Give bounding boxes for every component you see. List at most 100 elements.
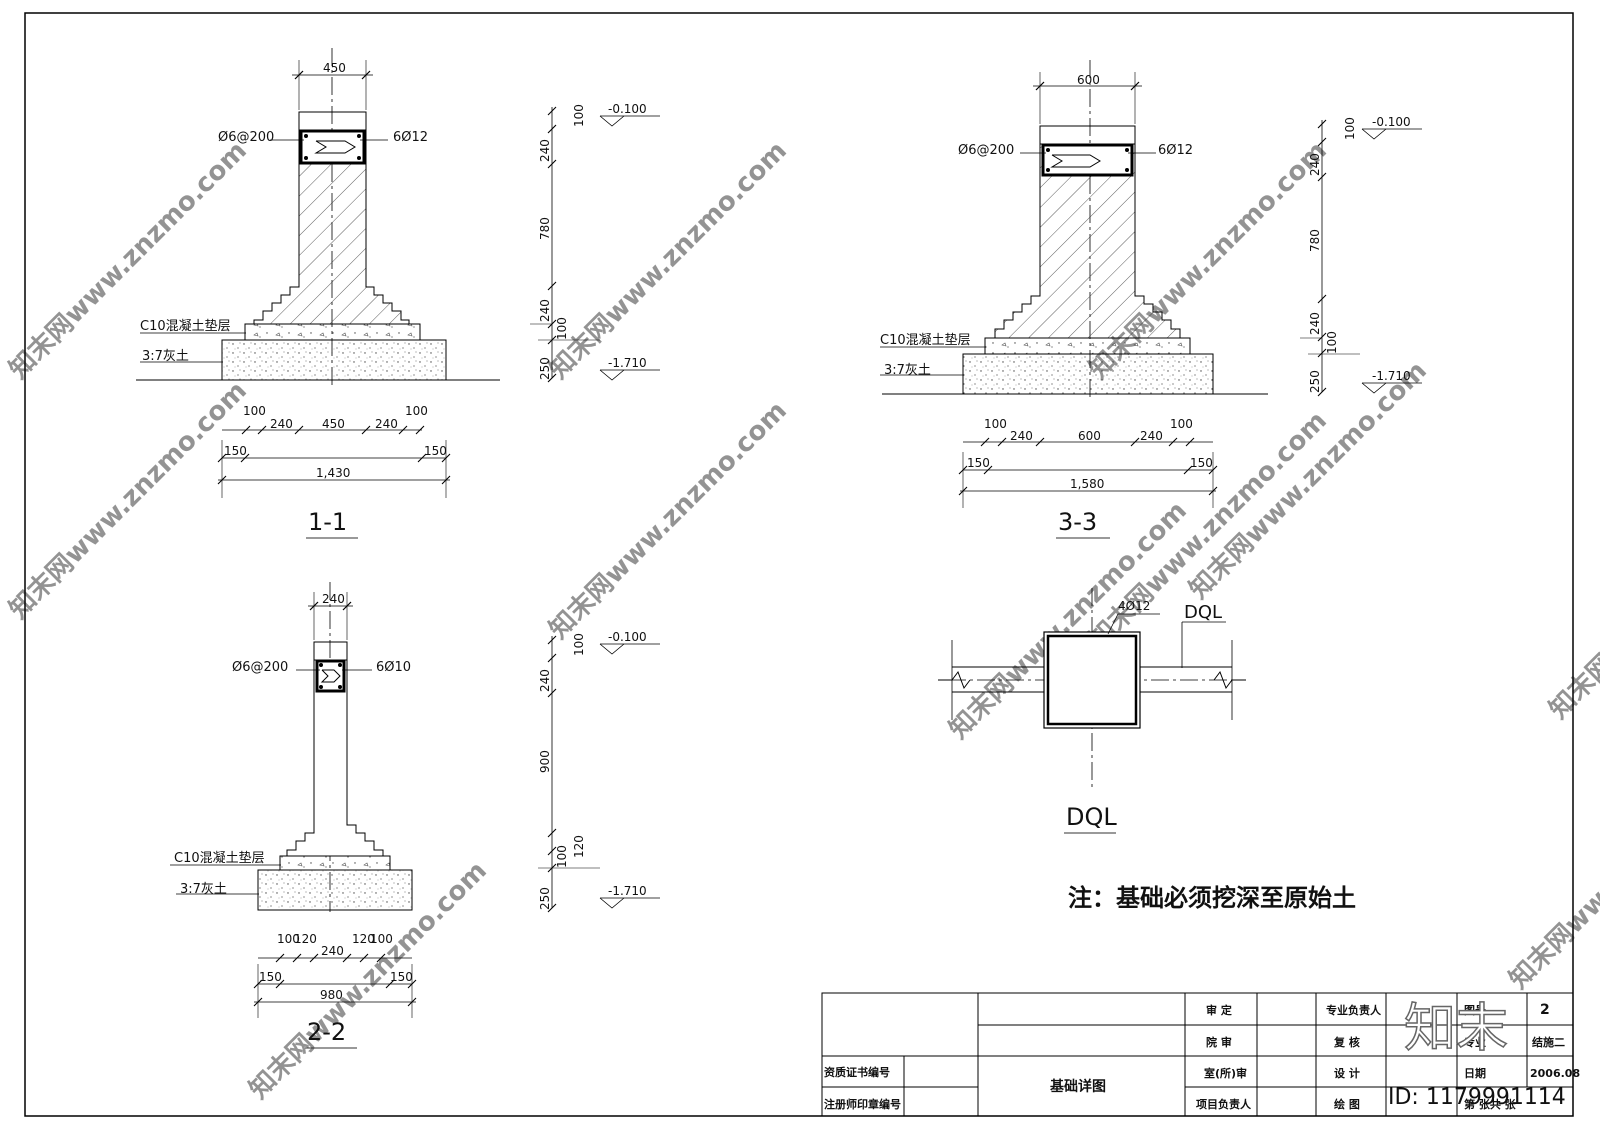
concrete-cushion bbox=[279, 855, 391, 871]
watermark: 知末网www.znzmo.com bbox=[1504, 746, 1600, 995]
top-width-dim: 450 bbox=[323, 61, 346, 75]
step-dim-1: 100 bbox=[243, 404, 266, 418]
drawing-name: 基础详图 bbox=[1050, 1078, 1106, 1095]
step-dim-1: 100 bbox=[984, 417, 1007, 431]
specialty-label: 专业 bbox=[1464, 1035, 1486, 1049]
soil-label: 3:7灰土 bbox=[884, 363, 931, 378]
edge-dim-left: 150 bbox=[967, 456, 990, 470]
drawing-no-label: 图号 bbox=[1464, 1004, 1486, 1017]
section-title: 1-1 bbox=[308, 508, 347, 536]
dql-detail: 4Ø12 DQL DQL bbox=[938, 588, 1246, 834]
section-1-1: Ø6@200 6Ø12 C10混凝土垫层 3:7灰土 450 100 240 4… bbox=[136, 48, 660, 539]
step-dim-5: 100 bbox=[370, 932, 393, 946]
step-dim-3: 450 bbox=[322, 417, 345, 431]
construction-note: 注：基础必须挖深至原始土 bbox=[1068, 884, 1356, 912]
step-dim-4: 240 bbox=[1140, 429, 1163, 443]
step-dim-3: 600 bbox=[1078, 429, 1101, 443]
vdim-5: 100 bbox=[1325, 331, 1339, 354]
step-dim-4: 240 bbox=[375, 417, 398, 431]
edge-dim-left: 150 bbox=[224, 444, 247, 458]
top-width-dim: 600 bbox=[1077, 73, 1100, 87]
dql-tag: DQL bbox=[1184, 602, 1222, 623]
date-label: 日期 bbox=[1464, 1066, 1486, 1080]
vdim-5: 100 bbox=[555, 317, 569, 340]
concrete-cushion bbox=[984, 337, 1191, 355]
vdim-5: 100 bbox=[555, 845, 569, 868]
cert-label: 资质证书编号 bbox=[824, 1065, 890, 1079]
elevation-top: -0.100 bbox=[1372, 115, 1411, 129]
vdim-2: 240 bbox=[1308, 153, 1322, 176]
section-title: 2-2 bbox=[307, 1018, 346, 1046]
watermark: 知末网www.znzmo.com bbox=[1544, 476, 1600, 725]
dql-title: DQL bbox=[1066, 803, 1117, 831]
drawing-no: 2 bbox=[1540, 1002, 1550, 1018]
vdim-6: 250 bbox=[1308, 370, 1322, 393]
edge-dim-right: 150 bbox=[424, 444, 447, 458]
stirrup-label: Ø6@200 bbox=[232, 660, 288, 675]
elevation-bottom: -1.710 bbox=[608, 884, 647, 898]
watermark-layer: 知末网www.znzmo.com 知末网www.znzmo.com 知末网www.z… bbox=[4, 136, 1600, 1105]
section-2-2: Ø6@200 6Ø10 C10混凝土垫层 3:7灰土 240 100 120 2… bbox=[170, 582, 660, 1049]
date-value: 2006.08 bbox=[1530, 1067, 1580, 1080]
vdim-1: 100 bbox=[572, 633, 586, 656]
title-block bbox=[821, 992, 1574, 1117]
vdim-4: 120 bbox=[572, 835, 586, 858]
review-label: 院 审 bbox=[1206, 1035, 1232, 1049]
beam-top bbox=[313, 641, 348, 661]
edge-dim-left: 150 bbox=[259, 970, 282, 984]
concrete-cushion bbox=[244, 323, 421, 341]
total-width-dim: 1,580 bbox=[1070, 477, 1104, 491]
soil-label: 3:7灰土 bbox=[142, 349, 189, 364]
stirrup-label: Ø6@200 bbox=[958, 143, 1014, 158]
dql-bar-label: 4Ø12 bbox=[1118, 599, 1150, 613]
brand-logo: 知末 bbox=[1404, 999, 1508, 1059]
elevation-top: -0.100 bbox=[608, 102, 647, 116]
vdim-2: 240 bbox=[538, 139, 552, 162]
dql-column bbox=[1043, 631, 1141, 729]
total-width-dim: 1,430 bbox=[316, 466, 350, 480]
approve-label: 审 定 bbox=[1206, 1003, 1232, 1017]
specialty-lead-label: 专业负责人 bbox=[1326, 1003, 1382, 1017]
specialty-value: 结施二 bbox=[1531, 1035, 1565, 1049]
section-3-3: Ø6@200 6Ø12 C10混凝土垫层 3:7灰土 600 100 240 6… bbox=[880, 60, 1422, 539]
vdim-1: 100 bbox=[1343, 117, 1357, 140]
office-review-label: 室(所)审 bbox=[1204, 1066, 1247, 1080]
lime-soil bbox=[962, 353, 1214, 395]
cushion-label: C10混凝土垫层 bbox=[140, 318, 231, 334]
elevation-bottom: -1.710 bbox=[1372, 369, 1411, 383]
ring-beam bbox=[299, 129, 366, 165]
vdim-1: 100 bbox=[572, 104, 586, 127]
main-bar-label: 6Ø12 bbox=[1158, 143, 1193, 158]
draw-label: 绘 图 bbox=[1334, 1097, 1360, 1111]
seal-label: 注册师印章编号 bbox=[824, 1097, 901, 1111]
top-width-dim: 240 bbox=[322, 592, 345, 606]
sheet-count-label: 第 张共 张 bbox=[1464, 1097, 1517, 1111]
brick-wall bbox=[286, 659, 384, 857]
cushion-label: C10混凝土垫层 bbox=[174, 850, 265, 866]
section-title: 3-3 bbox=[1058, 508, 1097, 536]
beam-top bbox=[298, 111, 367, 131]
step-dim-2: 240 bbox=[1010, 429, 1033, 443]
watermark: 知末网www.znzmo.com bbox=[4, 376, 253, 625]
vdim-2: 240 bbox=[538, 669, 552, 692]
vdim-6: 250 bbox=[538, 357, 552, 380]
edge-dim-right: 150 bbox=[1190, 456, 1213, 470]
beam-top bbox=[1039, 125, 1136, 145]
lime-soil bbox=[221, 339, 447, 381]
lime-soil bbox=[257, 869, 413, 911]
watermark: 知末网www.znzmo.com bbox=[544, 396, 793, 645]
step-dim-5: 100 bbox=[1170, 417, 1193, 431]
total-width-dim: 980 bbox=[320, 988, 343, 1002]
vdim-4: 240 bbox=[538, 299, 552, 322]
elevation-bottom: -1.710 bbox=[608, 356, 647, 370]
vdim-3: 780 bbox=[1308, 229, 1322, 252]
sheet-border bbox=[24, 12, 1574, 1117]
main-bar-label: 6Ø10 bbox=[376, 660, 411, 675]
step-dim-2: 240 bbox=[270, 417, 293, 431]
elevation-top: -0.100 bbox=[608, 630, 647, 644]
design-label: 设 计 bbox=[1334, 1066, 1360, 1080]
step-dim-3: 240 bbox=[321, 944, 344, 958]
edge-dim-right: 150 bbox=[390, 970, 413, 984]
soil-label: 3:7灰土 bbox=[180, 882, 227, 897]
